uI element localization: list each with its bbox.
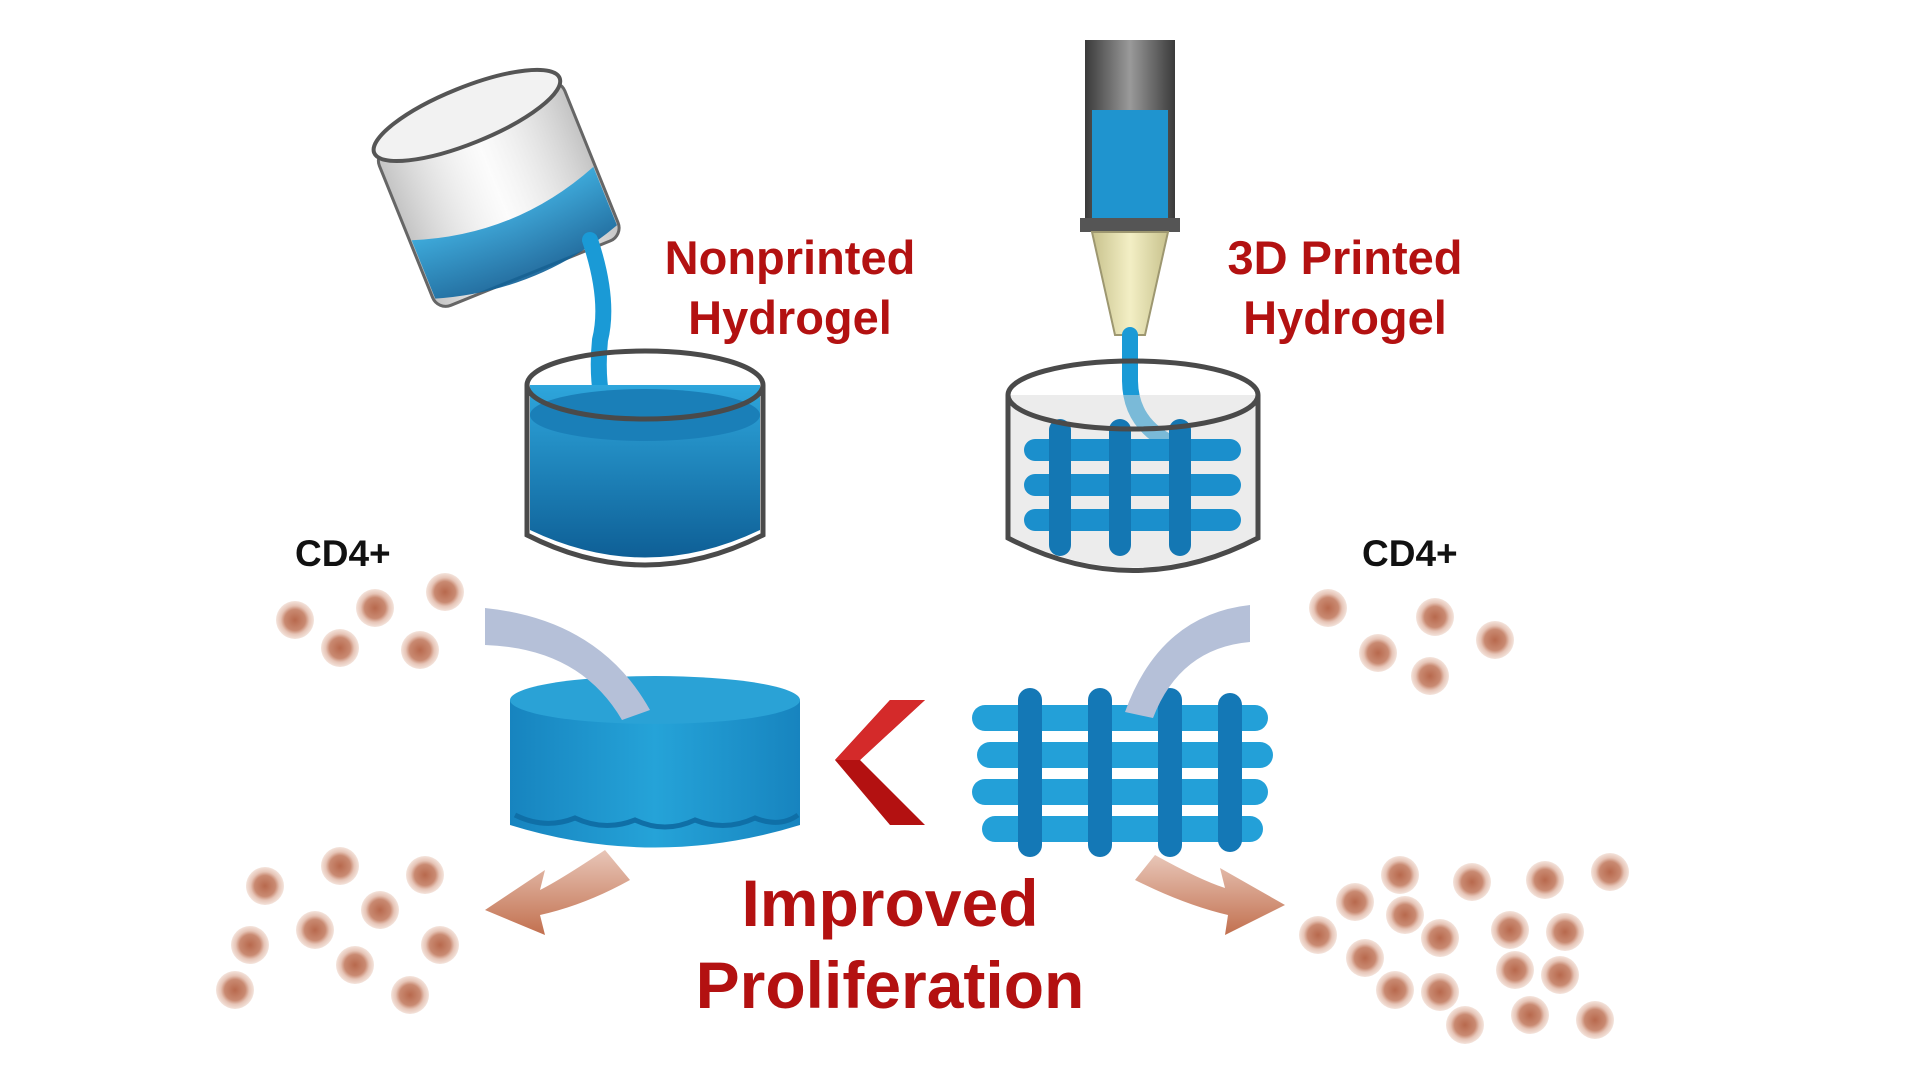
cell-icon (1421, 973, 1459, 1011)
nonprinted-label: Nonprinted Hydrogel (640, 228, 940, 348)
result-line1: Improved (741, 866, 1039, 940)
printed-line2: Hydrogel (1243, 291, 1447, 344)
bulk-gel-disc-icon (510, 676, 800, 848)
cell-icon (246, 867, 284, 905)
cell-icon (1386, 896, 1424, 934)
cd4-label-left: CD4+ (295, 533, 391, 574)
cell-icon (1359, 634, 1397, 672)
incoming-arrow-left (485, 608, 650, 720)
cell-icon (421, 926, 459, 964)
cell-icon (216, 971, 254, 1009)
cell-icon (1446, 1006, 1484, 1044)
cell-icon (1309, 589, 1347, 627)
result-line2: Proliferation (695, 948, 1085, 1022)
cell-icon (1541, 956, 1579, 994)
incoming-arrow-right (1125, 605, 1250, 718)
cell-icon (1546, 913, 1584, 951)
printed-line1: 3D Printed (1227, 231, 1463, 284)
cell-icon (1526, 861, 1564, 899)
cell-icon (1299, 916, 1337, 954)
cell-icon (1476, 621, 1514, 659)
cell-icon (336, 946, 374, 984)
syringe-nozzle-icon (1080, 40, 1180, 448)
cell-icon (231, 926, 269, 964)
printed-dish-icon (1005, 358, 1261, 573)
cell-icon (401, 631, 439, 669)
printed-label: 3D Printed Hydrogel (1185, 228, 1505, 348)
cell-icon (356, 589, 394, 627)
pouring-beaker-icon (371, 67, 621, 438)
cell-icon (321, 629, 359, 667)
cell-icon (296, 911, 334, 949)
nonprinted-line2: Hydrogel (688, 291, 892, 344)
cell-icon (426, 573, 464, 611)
cell-icon (1511, 996, 1549, 1034)
cell-icon (1376, 971, 1414, 1009)
cell-icon (1453, 863, 1491, 901)
cell-icon (1591, 853, 1629, 891)
cell-icon (1416, 598, 1454, 636)
lattice-gel-icon (972, 688, 1273, 857)
cell-icon (1381, 856, 1419, 894)
result-label: Improved Proliferation (680, 862, 1100, 1026)
nonprinted-line1: Nonprinted (664, 231, 916, 284)
cell-icon (1576, 1001, 1614, 1039)
cell-icon (1496, 951, 1534, 989)
cell-icon (406, 856, 444, 894)
cell-group (216, 573, 1629, 1044)
cell-icon (391, 976, 429, 1014)
cell-icon (361, 891, 399, 929)
cell-icon (1411, 657, 1449, 695)
outgoing-arrow-left (485, 850, 630, 935)
cd4-label-right: CD4+ (1362, 533, 1458, 574)
outgoing-arrow-right (1135, 855, 1285, 935)
nonprinted-dish-icon (524, 348, 766, 568)
cell-icon (1491, 911, 1529, 949)
cell-icon (1421, 919, 1459, 957)
cell-icon (276, 601, 314, 639)
cell-icon (1346, 939, 1384, 977)
cell-icon (321, 847, 359, 885)
cell-icon (1336, 883, 1374, 921)
chevron-left-icon (835, 700, 925, 825)
